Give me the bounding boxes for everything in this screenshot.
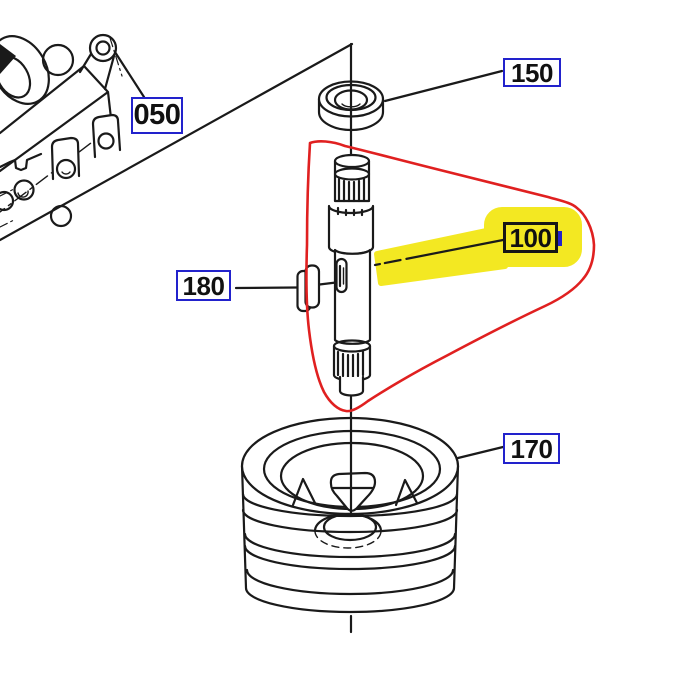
part-label-180-text: 180 — [182, 270, 225, 301]
bore-shadow — [0, 44, 16, 74]
part-label-180[interactable]: 180 — [176, 270, 231, 301]
part-label-170-text: 170 — [510, 433, 553, 464]
part-label-100-text: 100 — [509, 222, 552, 253]
leader-line-100 — [373, 238, 505, 267]
part-gear-case-fragment — [0, 33, 123, 228]
blue-box-remnant-mark — [558, 231, 562, 246]
part-label-050-text: 050 — [133, 99, 181, 131]
leader-line-180-right — [318, 281, 338, 286]
part-label-150-text: 150 — [511, 57, 553, 88]
part-label-100-highlighted[interactable]: 100 — [503, 222, 558, 253]
leader-line-180-left — [234, 286, 299, 290]
part-label-050[interactable]: 050 — [131, 97, 183, 134]
part-label-150[interactable]: 150 — [503, 58, 561, 87]
leader-line-150 — [383, 69, 504, 103]
part-drive-shaft — [327, 153, 375, 397]
keyway-slot — [335, 257, 348, 294]
leader-line-050 — [113, 50, 146, 99]
pulley-center-hole — [329, 471, 377, 512]
leader-line-170 — [456, 445, 505, 460]
part-label-170[interactable]: 170 — [503, 433, 560, 464]
red-circle-annotation — [305, 140, 596, 413]
drawing-edge-diagonal — [0, 42, 354, 242]
